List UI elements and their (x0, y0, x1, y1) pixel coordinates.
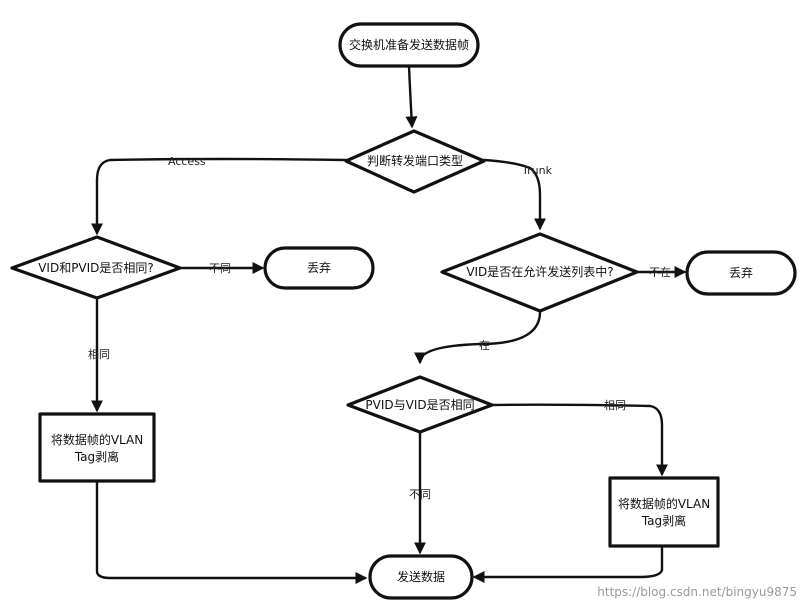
node-vid-allowed-decision: VID是否在允许发送列表中? (440, 232, 639, 313)
node-discard-access: 丢弃 (263, 246, 375, 290)
svg-text:交换机准备发送数据帧: 交换机准备发送数据帧 (349, 37, 469, 52)
svg-text:VID和PVID是否相同?: VID和PVID是否相同? (38, 261, 154, 275)
svg-text:丢弃: 丢弃 (729, 265, 753, 280)
edge-label-not-same-access: 不同 (209, 262, 231, 275)
node-port-type-decision: 判断转发端口类型 (344, 129, 486, 194)
node-start: 交换机准备发送数据帧 (338, 22, 480, 68)
svg-text:Tag剥离: Tag剥离 (641, 513, 686, 528)
edge-label-access: Access (168, 155, 206, 168)
node-discard-trunk: 丢弃 (685, 250, 797, 296)
svg-text:发送数据: 发送数据 (397, 569, 445, 584)
node-vid-pvid-access-decision: VID和PVID是否相同? (10, 235, 182, 300)
edge-label-not-same-trunk: 不同 (409, 488, 431, 501)
edge-label-in: 在 (479, 339, 490, 352)
edge-in (414, 310, 542, 365)
node-strip-tag-access: 将数据帧的VLAN Tag剥离 (38, 412, 156, 483)
edge-trunk (482, 158, 546, 231)
node-send: 发送数据 (368, 554, 474, 600)
edge-start-to-port-type (405, 64, 418, 129)
watermark: https://blog.csdn.net/bingyu9875 (597, 585, 797, 599)
svg-text:PVID与VID是否相同: PVID与VID是否相同 (365, 398, 474, 412)
edge-strip-access-to-send (95, 479, 368, 584)
edge-access (91, 157, 348, 236)
edge-label-trunk: Trunk (521, 164, 553, 177)
edge-label-same-access: 相同 (88, 348, 110, 361)
edge-strip-trunk-to-send (472, 544, 664, 583)
edge-label-same-trunk: 相同 (604, 399, 626, 412)
svg-text:Tag剥离: Tag剥离 (74, 449, 119, 464)
svg-text:将数据帧的VLAN: 将数据帧的VLAN (51, 432, 143, 447)
svg-text:将数据帧的VLAN: 将数据帧的VLAN (618, 496, 710, 511)
edge-label-not-in: 不在 (649, 266, 671, 279)
svg-text:丢弃: 丢弃 (307, 260, 331, 275)
svg-text:VID是否在允许发送列表中?: VID是否在允许发送列表中? (466, 264, 613, 279)
node-pvid-vid-trunk-decision: PVID与VID是否相同 (346, 375, 494, 434)
node-strip-tag-trunk: 将数据帧的VLAN Tag剥离 (608, 476, 720, 548)
svg-text:判断转发端口类型: 判断转发端口类型 (367, 153, 463, 168)
edge-same-trunk (490, 403, 668, 477)
